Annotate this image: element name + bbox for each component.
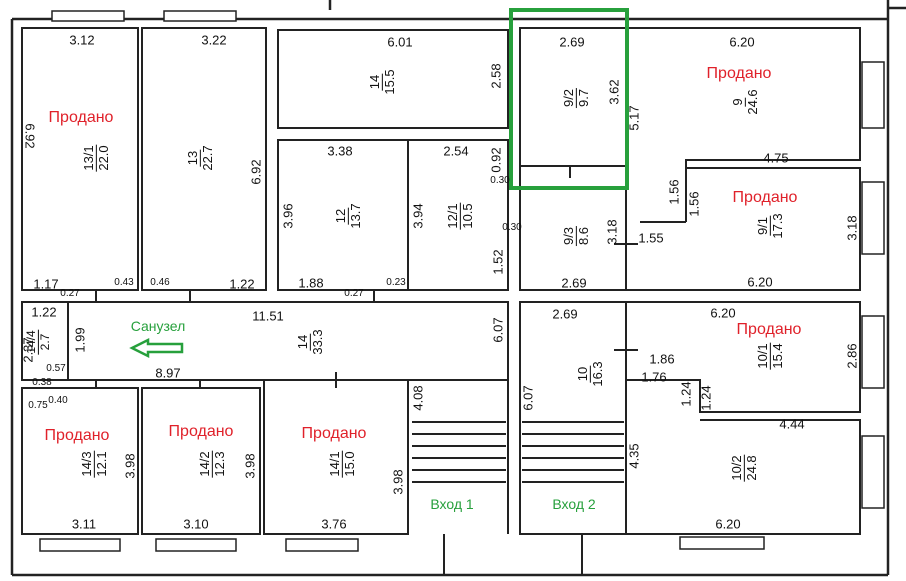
dimension-label: 0.38 xyxy=(32,377,52,388)
dimension-label: 6.01 xyxy=(387,34,413,50)
dimension-label: 2.69 xyxy=(559,34,585,50)
bathroom-label: Санузел xyxy=(130,318,186,334)
dimension-label: 1.17 xyxy=(33,276,59,292)
dimension-label: 5.17 xyxy=(626,105,642,131)
dimension-label: 6.92 xyxy=(248,159,264,185)
dimension-label: 11.51 xyxy=(252,308,284,324)
status-sold: Продано xyxy=(706,65,772,82)
dimension-label: 2.37 xyxy=(20,337,36,363)
dimension-label: 6.92 xyxy=(22,123,38,149)
dimension-label: 1.99 xyxy=(72,327,88,353)
dimension-label: 1.56 xyxy=(686,191,702,217)
status-sold: Продано xyxy=(732,189,798,206)
dimension-label: 0.43 xyxy=(114,277,134,288)
dimension-label: 8.97 xyxy=(155,365,181,381)
dimension-label: 0.46 xyxy=(150,277,170,288)
dimension-label: 1.55 xyxy=(638,230,664,246)
dimension-label: 3.12 xyxy=(69,32,95,48)
bathroom-arrow-icon xyxy=(129,337,184,359)
entrance-1-label[interactable]: Вход 1 xyxy=(430,496,474,512)
dimension-label: 3.18 xyxy=(604,219,620,245)
dimension-label: 2.69 xyxy=(561,275,587,291)
dimension-label: 3.22 xyxy=(201,32,227,48)
dimension-label: 1.56 xyxy=(666,179,682,205)
dimension-label: 0.27 xyxy=(344,288,364,299)
dimension-label: 1.22 xyxy=(31,304,57,320)
dimension-label: 1.88 xyxy=(298,275,324,291)
dimension-label: 0.57 xyxy=(46,363,66,374)
dimension-label: 4.75 xyxy=(763,150,789,166)
dimension-label: 0.30 xyxy=(490,175,510,186)
status-sold: Продано xyxy=(736,321,802,338)
dimension-label: 3.94 xyxy=(410,203,426,229)
dimension-label: 3.76 xyxy=(321,516,347,532)
dimension-label: 0.27 xyxy=(60,288,80,299)
status-sold: Продано xyxy=(44,427,110,444)
dimension-label: 4.44 xyxy=(779,416,805,432)
dimension-label: 4.35 xyxy=(626,443,642,469)
dimension-label: 2.69 xyxy=(552,306,578,322)
dimension-label: 6.07 xyxy=(520,385,536,411)
dimension-label: 0.23 xyxy=(386,277,406,288)
dimension-label: 3.38 xyxy=(327,143,353,159)
dimension-label: 0.75 xyxy=(28,400,48,411)
dimension-label: 3.96 xyxy=(280,203,296,229)
dimension-label: 1.24 xyxy=(678,381,694,407)
status-sold: Продано xyxy=(168,423,234,440)
dimension-label: 1.52 xyxy=(490,249,506,275)
status-sold: Продано xyxy=(48,109,114,126)
dimension-label: 1.22 xyxy=(229,276,255,292)
dimension-label: 2.58 xyxy=(488,63,504,89)
dimension-label: 3.18 xyxy=(844,215,860,241)
dimension-label: 3.98 xyxy=(122,453,138,479)
dimension-label: 3.62 xyxy=(606,79,622,105)
dimension-label: 3.11 xyxy=(71,516,97,532)
entrance-2-label[interactable]: Вход 2 xyxy=(552,496,596,512)
dimension-label: 2.86 xyxy=(844,343,860,369)
dimension-label: 6.20 xyxy=(729,34,755,50)
dimension-label: 3.98 xyxy=(242,453,258,479)
dimension-label: 4.08 xyxy=(410,385,426,411)
dimension-label: 6.20 xyxy=(747,274,773,290)
dimension-label: 0.30 xyxy=(502,222,522,233)
status-sold: Продано xyxy=(301,425,367,442)
dimension-label: 3.10 xyxy=(183,516,209,532)
dimension-label: 6.07 xyxy=(490,317,506,343)
dimension-label: 1.86 xyxy=(649,351,675,367)
dimension-label: 2.54 xyxy=(443,143,469,159)
dimension-label: 0.92 xyxy=(488,147,504,173)
dimension-label: 1.76 xyxy=(641,369,667,385)
dimension-label: 0.40 xyxy=(48,395,68,406)
dimension-label: 3.98 xyxy=(390,469,406,495)
dimension-label: 6.20 xyxy=(710,305,736,321)
dimension-label: 6.20 xyxy=(715,516,741,532)
dimension-label: 1.24 xyxy=(698,385,714,411)
highlighted-room xyxy=(509,8,629,190)
